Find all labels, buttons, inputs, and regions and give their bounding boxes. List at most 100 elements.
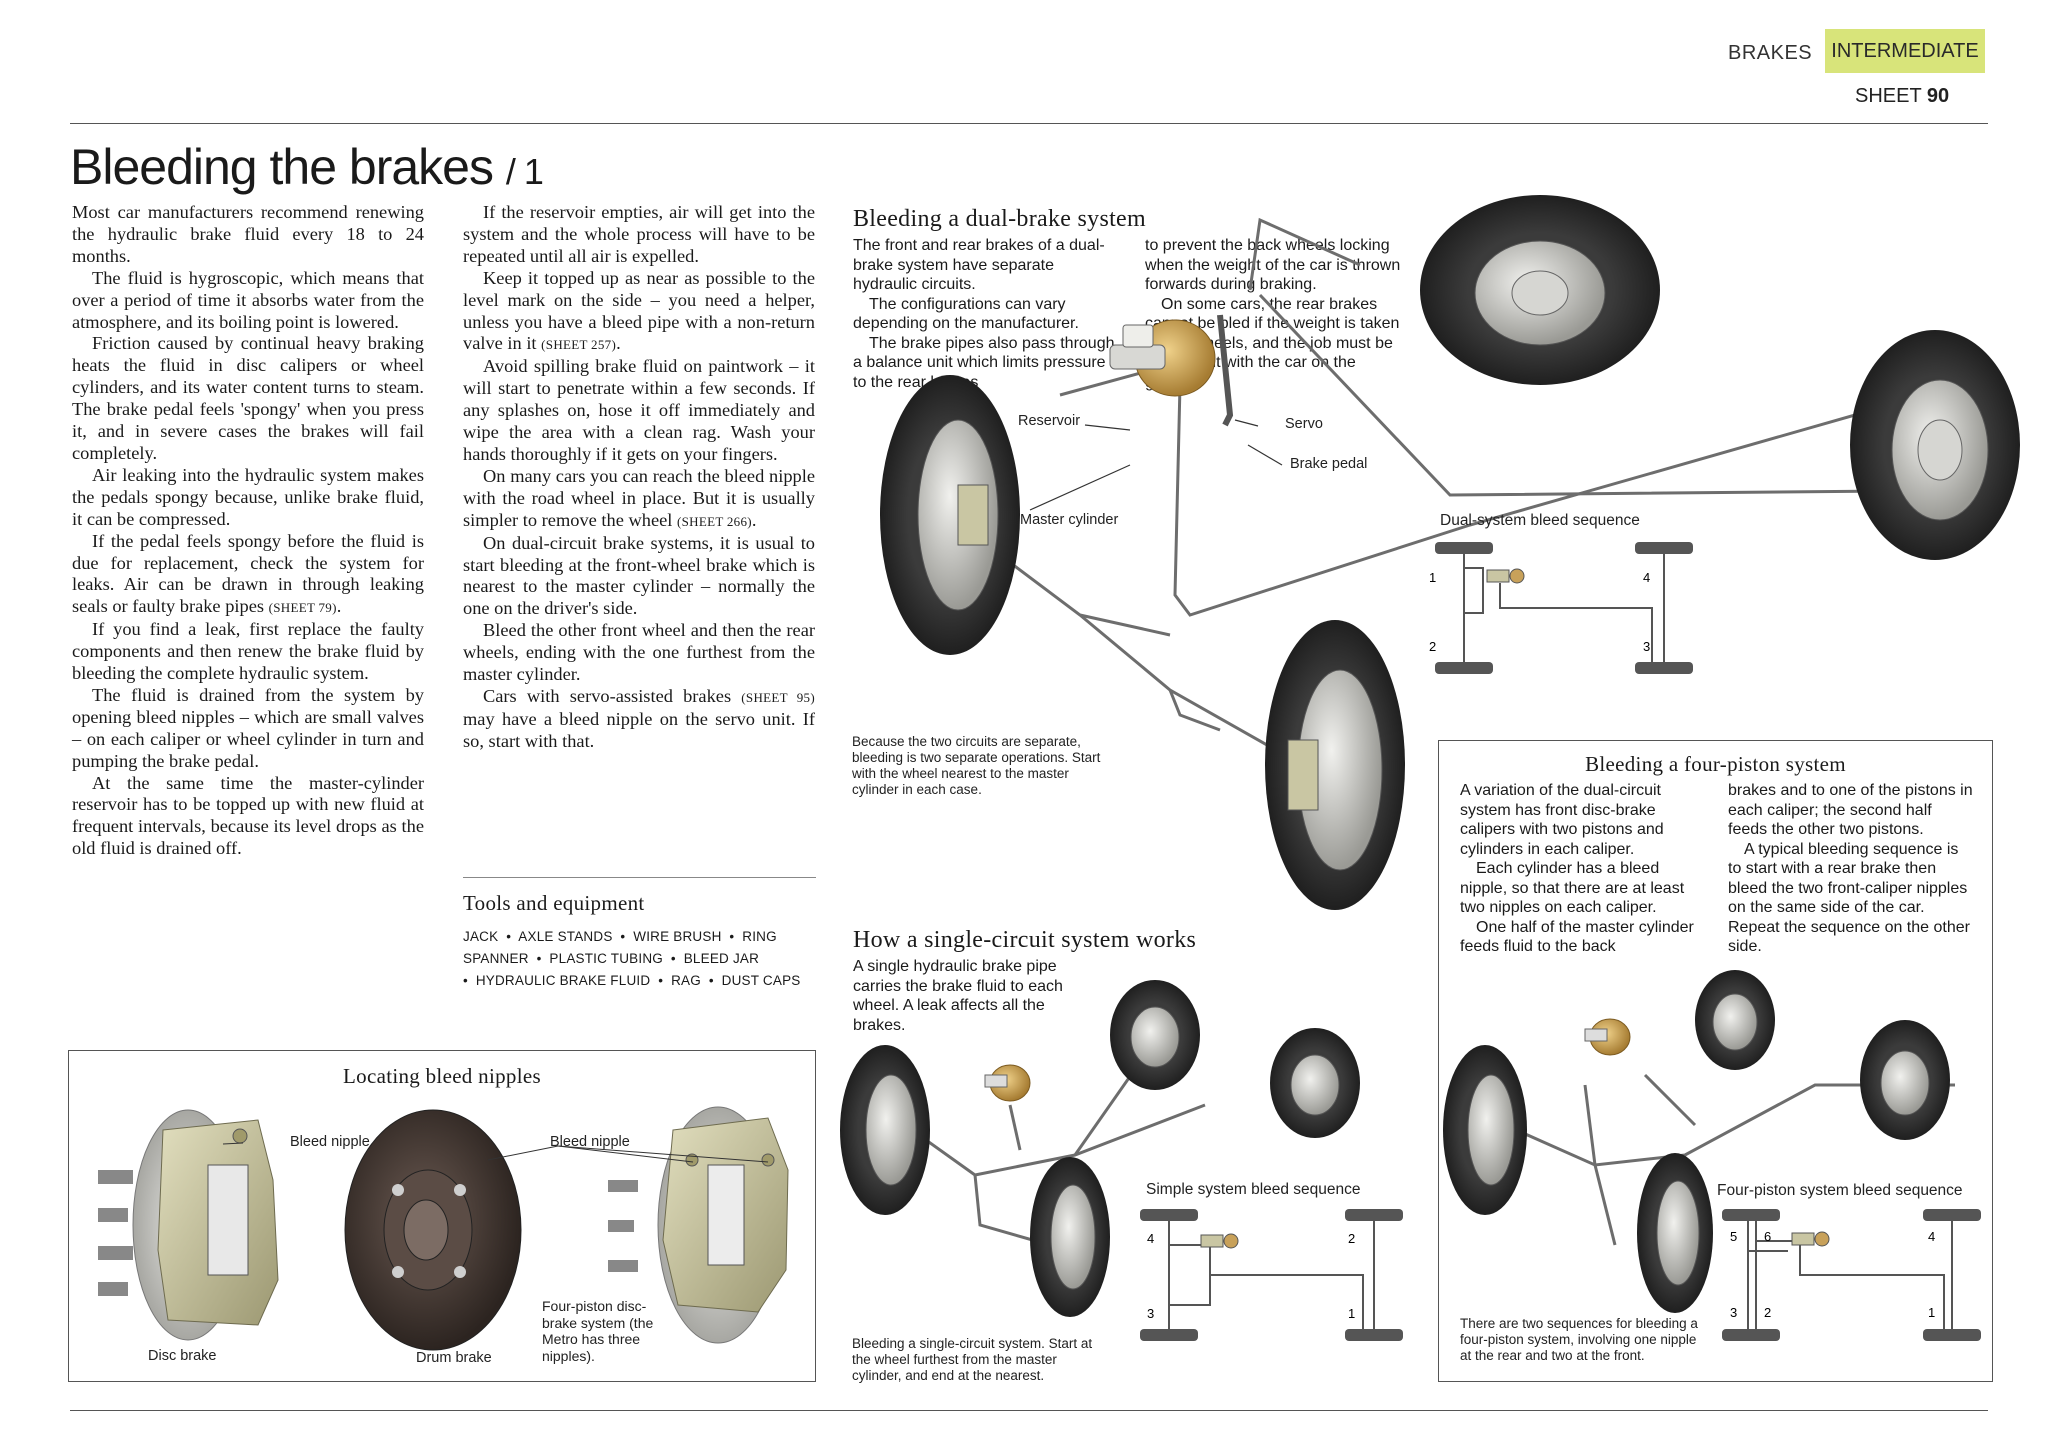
brake-pedal-label: Brake pedal bbox=[1290, 456, 1368, 472]
servo-label: Servo bbox=[1285, 416, 1323, 432]
sheet-number-value: 90 bbox=[1926, 85, 1950, 107]
single-circuit-illustration bbox=[840, 980, 1360, 1317]
tool-item: WIRE BRUSH bbox=[633, 929, 722, 944]
paragraph: One half of the master cylinder feeds fl… bbox=[1460, 918, 1694, 956]
tool-item: RING SPANNER bbox=[463, 929, 777, 966]
title-part: / 1 bbox=[505, 151, 544, 192]
rear-left-wheel bbox=[1420, 195, 1660, 385]
sequence-number: 2 bbox=[1348, 1231, 1355, 1246]
bleed-nipple-icon bbox=[761, 1153, 775, 1167]
sequence-number: 1 bbox=[1348, 1306, 1355, 1321]
paragraph: Cars with servo-assisted brakes (SHEET 9… bbox=[463, 685, 815, 751]
header-rule bbox=[70, 123, 1988, 124]
bleed-nipple-icon bbox=[232, 1128, 248, 1144]
bleed-nipple-label: Bleed nipple bbox=[290, 1134, 370, 1150]
paragraph: Keep it topped up as near as possible to… bbox=[463, 267, 815, 354]
four-piston-sequence-diagram: 5 6 4 3 2 1 bbox=[1722, 1209, 1981, 1341]
paragraph: A typical bleeding sequence is to start … bbox=[1728, 840, 1970, 956]
page-title: Bleeding the brakes / 1 bbox=[70, 138, 544, 196]
tool-item: AXLE STANDS bbox=[518, 929, 613, 944]
sequence-number: 4 bbox=[1928, 1229, 1935, 1244]
leader-line bbox=[1029, 464, 1131, 511]
sequence-number: 4 bbox=[1147, 1231, 1154, 1246]
single-circuit-caption: Bleeding a single-circuit system. Start … bbox=[852, 1336, 1093, 1383]
single-circuit-text: A single hydraulic brake pipe carries th… bbox=[853, 958, 1063, 1034]
paragraph: On many cars you can reach the bleed nip… bbox=[463, 465, 815, 530]
sheet-reference: (SHEET 95) bbox=[741, 689, 815, 705]
sequence-number: 3 bbox=[1730, 1305, 1737, 1320]
body-column-1: Most car manufacturers recommend renewin… bbox=[72, 202, 424, 860]
tool-item: PLASTIC TUBING bbox=[549, 951, 663, 966]
paragraph: Avoid spilling brake fluid on paintwork … bbox=[463, 356, 815, 464]
leader-line bbox=[1247, 444, 1283, 466]
sheet-number: SHEET 90 bbox=[1855, 85, 1949, 108]
paragraph: brakes and to one of the pistons in each… bbox=[1728, 782, 1973, 838]
sheet-reference: (SHEET 257) bbox=[541, 337, 617, 353]
paragraph: On dual-circuit brake systems, it is usu… bbox=[463, 532, 815, 619]
tools-heading: Tools and equipment bbox=[463, 891, 645, 915]
front-right-wheel bbox=[1265, 620, 1405, 910]
paragraph: Bleed the other front wheel and then the… bbox=[463, 620, 815, 685]
paragraph: The fluid is drained from the system by … bbox=[72, 684, 424, 771]
drum-brake-label: Drum brake bbox=[416, 1350, 492, 1366]
disc-brake-label: Disc brake bbox=[148, 1348, 217, 1364]
brake-pipes bbox=[999, 217, 2001, 777]
simple-sequence-diagram: 4 2 3 1 bbox=[1140, 1209, 1403, 1341]
tool-item: JACK bbox=[463, 929, 499, 944]
simple-sequence-title: Simple system bleed sequence bbox=[1146, 1181, 1361, 1198]
tool-item: RAG bbox=[671, 973, 701, 988]
four-piston-caption: There are two sequences for bleeding a f… bbox=[1460, 1316, 1698, 1363]
paragraph: If the pedal feels spongy before the flu… bbox=[72, 530, 424, 617]
body-column-2: If the reservoir empties, air will get i… bbox=[463, 202, 815, 753]
paragraph: If the reservoir empties, air will get i… bbox=[463, 202, 815, 266]
tool-item: DUST CAPS bbox=[721, 973, 801, 988]
disc-brake-drawing bbox=[98, 1109, 279, 1341]
four-piston-heading: Bleeding a four-piston system bbox=[1585, 752, 1846, 776]
leader-line bbox=[557, 1145, 769, 1163]
sheet-reference: (SHEET 266) bbox=[677, 513, 752, 529]
paragraph: A variation of the dual-circuit system h… bbox=[1460, 782, 1664, 858]
sequence-number: 6 bbox=[1764, 1229, 1771, 1244]
rear-right-wheel bbox=[1850, 330, 2020, 560]
bleed-nipple-label: Bleed nipple bbox=[550, 1134, 630, 1150]
servo-unit bbox=[1109, 314, 1234, 427]
sequence-number: 1 bbox=[1429, 570, 1436, 585]
dual-brake-illustration bbox=[880, 195, 2020, 910]
four-piston-text-right: brakes and to one of the pistons in each… bbox=[1728, 781, 1973, 957]
sequence-number: 3 bbox=[1643, 639, 1650, 654]
footer-rule bbox=[70, 1410, 1988, 1411]
paragraph: At the same time the master-cylinder res… bbox=[72, 772, 424, 859]
sequence-number: 5 bbox=[1730, 1229, 1737, 1244]
paragraph: The configurations can vary depending on… bbox=[853, 295, 1079, 333]
paragraph: If you find a leak, first replace the fa… bbox=[72, 619, 424, 684]
bleed-nipples-panel bbox=[68, 1050, 816, 1382]
paragraph: Air leaking into the hydraulic system ma… bbox=[72, 464, 424, 529]
paragraph: The fluid is hygroscopic, which means th… bbox=[72, 267, 424, 332]
dual-sequence-diagram: 1 2 3 4 bbox=[1429, 542, 1693, 674]
sequence-number: 4 bbox=[1643, 570, 1650, 585]
sheet-reference: (SHEET 79) bbox=[268, 600, 337, 616]
tool-item: HYDRAULIC BRAKE FLUID bbox=[475, 973, 651, 988]
sheet-label: SHEET bbox=[1855, 85, 1922, 107]
front-left-wheel bbox=[880, 375, 1020, 655]
leader-line bbox=[557, 1145, 694, 1163]
reservoir-label: Reservoir bbox=[1018, 413, 1081, 429]
four-piston-label: Four-piston disc-brake system (the Metro… bbox=[542, 1298, 654, 1364]
dual-brake-caption: Because the two circuits are separate, b… bbox=[852, 734, 1101, 797]
leader-line bbox=[222, 1142, 244, 1145]
paragraph: Each cylinder has a bleed nipple, so tha… bbox=[1460, 860, 1685, 916]
tool-item: BLEED JAR bbox=[683, 951, 760, 966]
leader-line bbox=[1084, 424, 1131, 431]
paragraph: The front and rear brakes of a dual-brak… bbox=[853, 237, 1105, 293]
level-badge: INTERMEDIATE bbox=[1825, 29, 1985, 73]
bleed-nipples-heading: Locating bleed nipples bbox=[343, 1064, 541, 1088]
tools-rule bbox=[463, 877, 816, 878]
leader-line bbox=[1234, 419, 1259, 427]
dual-brake-text-left: The front and rear brakes of a dual-brak… bbox=[853, 236, 1118, 392]
leader-line bbox=[487, 1145, 559, 1161]
sequence-number: 1 bbox=[1928, 1305, 1935, 1320]
single-circuit-heading: How a single-circuit system works bbox=[853, 927, 1197, 953]
master-cylinder-label: Master cylinder bbox=[1020, 512, 1119, 528]
four-piston-text-left: A variation of the dual-circuit system h… bbox=[1460, 781, 1700, 957]
section-label: BRAKES bbox=[1728, 42, 1813, 64]
